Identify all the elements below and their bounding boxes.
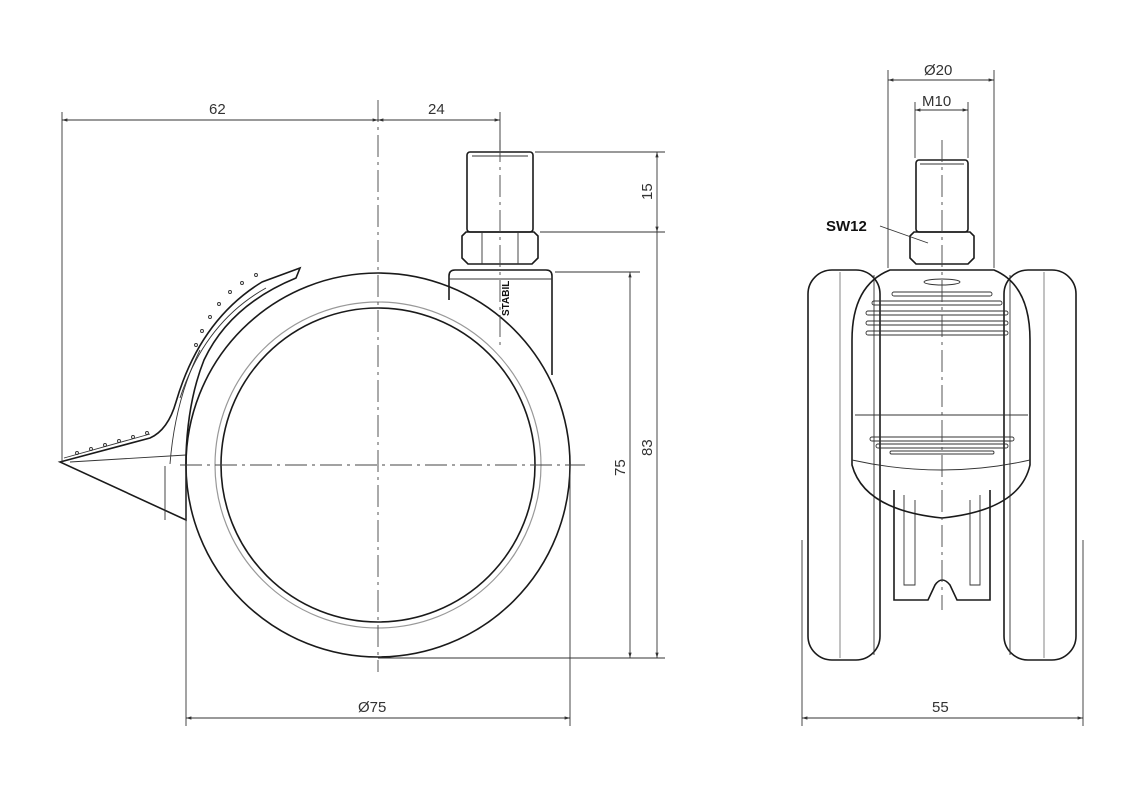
brand-mark: STABIL	[501, 281, 512, 316]
left-wheel	[807, 269, 881, 661]
front-view-dimensions: Ø20 M10 55	[801, 62, 1084, 726]
swivel-housing	[448, 269, 553, 375]
dim-wheel-diameter: Ø75	[358, 699, 386, 716]
dim-brake-reach: 62	[209, 101, 226, 118]
housing-ribs	[865, 278, 1015, 455]
dim-wheel-height: 75	[612, 459, 629, 476]
dim-stem-offset: 24	[428, 101, 445, 118]
side-view-dimensions: 62 24 15 83 75 Ø75	[61, 101, 665, 726]
side-view: STABIL	[57, 100, 585, 672]
callout-wrench-size: SW12	[826, 218, 867, 235]
dim-thread-size: M10	[922, 93, 951, 110]
dim-total-height: 83	[639, 439, 656, 456]
hex-nut	[461, 231, 539, 265]
front-view: SW12	[807, 140, 1077, 661]
right-wheel	[1003, 269, 1077, 661]
dim-collar-diameter: Ø20	[924, 62, 952, 79]
hex-nut-front	[909, 231, 975, 265]
dim-stem-length: 15	[639, 183, 656, 200]
brake-grip-dots	[75, 273, 258, 455]
brake-lever	[57, 266, 302, 522]
dim-caster-width: 55	[932, 699, 949, 716]
